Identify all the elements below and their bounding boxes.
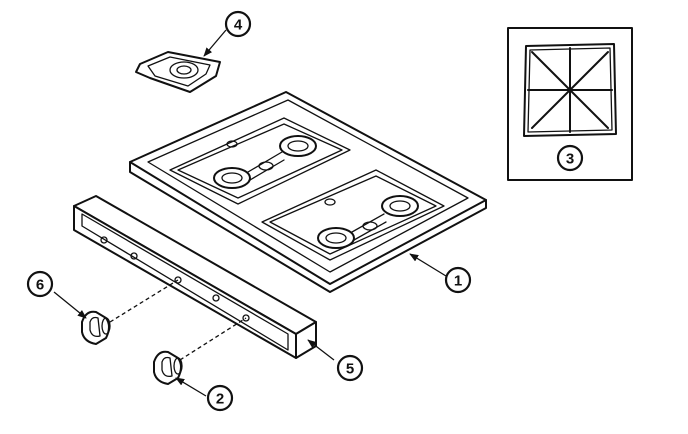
assembly-line-knob-2 xyxy=(179,317,247,361)
svg-text:3: 3 xyxy=(566,151,574,168)
knob-part-6 xyxy=(81,310,111,345)
leader-line-4 xyxy=(203,29,227,57)
leader-line-5 xyxy=(307,339,335,361)
knob-part-2 xyxy=(153,350,183,385)
cooktop-main-top-part xyxy=(129,91,487,293)
callout-4: 4 xyxy=(224,10,252,38)
leader-line-6 xyxy=(53,291,87,319)
control-panel-part xyxy=(73,195,317,359)
svg-text:2: 2 xyxy=(216,391,224,408)
callout-5: 5 xyxy=(336,354,364,382)
svg-text:4: 4 xyxy=(234,17,243,34)
svg-text:6: 6 xyxy=(36,277,44,294)
leader-line-2 xyxy=(175,377,207,397)
svg-text:1: 1 xyxy=(454,273,462,290)
callout-3: 3 xyxy=(556,144,584,172)
burner-base-part xyxy=(135,51,221,93)
callout-2: 2 xyxy=(206,384,234,412)
callout-1: 1 xyxy=(444,266,472,294)
burner-grate-part xyxy=(507,27,633,181)
callout-6: 6 xyxy=(26,270,54,298)
leader-line-1 xyxy=(409,253,447,277)
svg-text:5: 5 xyxy=(346,361,354,378)
assembly-line-knob-6 xyxy=(109,279,179,323)
